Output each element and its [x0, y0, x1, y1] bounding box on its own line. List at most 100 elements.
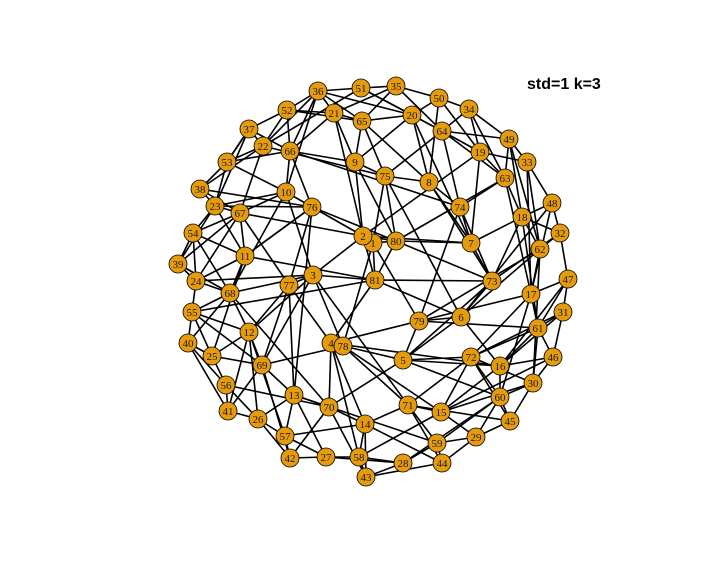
- node-label: 14: [360, 419, 372, 431]
- node-label: 48: [547, 198, 559, 210]
- node-label: 52: [282, 105, 293, 117]
- node-circle: [205, 196, 225, 216]
- node-13: 13: [284, 385, 304, 405]
- node-61: 61: [528, 318, 548, 338]
- node-circle: [178, 333, 198, 353]
- node-circle: [349, 447, 369, 467]
- edge-13-76: [293, 206, 313, 396]
- edge-58-4: [330, 342, 360, 458]
- node-27: 27: [316, 447, 336, 467]
- node-label: 25: [207, 351, 219, 363]
- node-62: 62: [530, 239, 550, 259]
- node-36: 36: [308, 81, 328, 101]
- node-circle: [280, 448, 300, 468]
- node-39: 39: [168, 254, 188, 274]
- node-label: 74: [455, 202, 467, 214]
- node-label: 32: [555, 228, 566, 240]
- edge-23-76: [214, 205, 313, 208]
- node-64: 64: [432, 121, 452, 141]
- node-70: 70: [319, 397, 339, 417]
- node-label: 6: [458, 312, 464, 324]
- node-label: 9: [352, 157, 358, 169]
- node-12: 12: [239, 322, 259, 342]
- node-label: 33: [522, 157, 534, 169]
- node-label: 13: [289, 390, 301, 402]
- edge-78-71: [342, 345, 409, 406]
- node-circle: [279, 275, 299, 295]
- node-17: 17: [521, 284, 541, 304]
- edge-76-11: [244, 206, 313, 257]
- edge-61-79: [418, 320, 539, 329]
- node-label: 28: [398, 458, 410, 470]
- edge-66-21: [289, 112, 335, 152]
- node-circle: [324, 103, 344, 123]
- node-label: 75: [380, 171, 392, 183]
- node-76: 76: [302, 197, 322, 217]
- edge-45-72: [470, 356, 511, 422]
- node-77: 77: [279, 275, 299, 295]
- node-51: 51: [351, 78, 371, 98]
- edge-76-80: [311, 206, 397, 242]
- node-circle: [275, 426, 295, 446]
- node-circle: [429, 88, 449, 108]
- edge-44-14: [364, 423, 443, 464]
- node-68: 68: [220, 283, 240, 303]
- node-circle: [308, 81, 328, 101]
- edge-27-13: [293, 394, 327, 458]
- node-label: 80: [391, 236, 403, 248]
- node-28: 28: [393, 453, 413, 473]
- edge-75-6: [384, 175, 462, 318]
- edge-73-5: [402, 280, 493, 361]
- edge-47-61: [537, 278, 569, 329]
- edge-23-11: [214, 205, 246, 257]
- node-label: 67: [235, 208, 247, 220]
- node-circle: [466, 427, 486, 447]
- node-label: 39: [173, 259, 185, 271]
- node-label: 81: [370, 275, 381, 287]
- edge-36-20: [317, 90, 413, 116]
- node-35: 35: [386, 76, 406, 96]
- node-78: 78: [333, 336, 353, 356]
- node-circle: [450, 197, 470, 217]
- node-circle: [319, 397, 339, 417]
- node-52: 52: [277, 100, 297, 120]
- edge-24-3: [195, 274, 314, 282]
- node-label: 78: [338, 341, 350, 353]
- node-55: 55: [182, 302, 202, 322]
- edge-12-77: [248, 284, 290, 333]
- edge-22-67: [239, 145, 264, 214]
- edge-52-65: [286, 109, 363, 122]
- node-circle: [252, 355, 272, 375]
- edge-49-62: [508, 138, 541, 250]
- node-label: 36: [313, 86, 325, 98]
- node-circle: [470, 142, 490, 162]
- edge-81-6: [374, 279, 462, 318]
- node-circle: [186, 271, 206, 291]
- edge-65-8: [361, 120, 430, 183]
- node-circle: [517, 152, 537, 172]
- node-20: 20: [402, 105, 422, 125]
- node-circle: [402, 105, 422, 125]
- node-label: 10: [281, 187, 293, 199]
- node-circle: [248, 409, 268, 429]
- edge-16-5: [402, 359, 501, 367]
- node-label: 47: [563, 274, 575, 286]
- node-18: 18: [512, 207, 532, 227]
- node-label: 69: [257, 360, 269, 372]
- node-label: 43: [361, 472, 373, 484]
- node-53: 53: [217, 152, 237, 172]
- node-label: 5: [400, 355, 406, 367]
- node-circle: [351, 78, 371, 98]
- node-3: 3: [303, 265, 323, 285]
- node-label: 73: [487, 276, 499, 288]
- edge-34-63: [468, 108, 506, 179]
- node-circle: [284, 385, 304, 405]
- edge-15-72: [440, 356, 472, 413]
- node-circle: [528, 318, 548, 338]
- edge-14-57: [284, 423, 366, 437]
- edge-55-81: [191, 279, 376, 313]
- edge-17-60: [499, 293, 532, 398]
- node-66: 66: [280, 141, 300, 161]
- node-label: 18: [517, 212, 529, 224]
- node-38: 38: [190, 179, 210, 199]
